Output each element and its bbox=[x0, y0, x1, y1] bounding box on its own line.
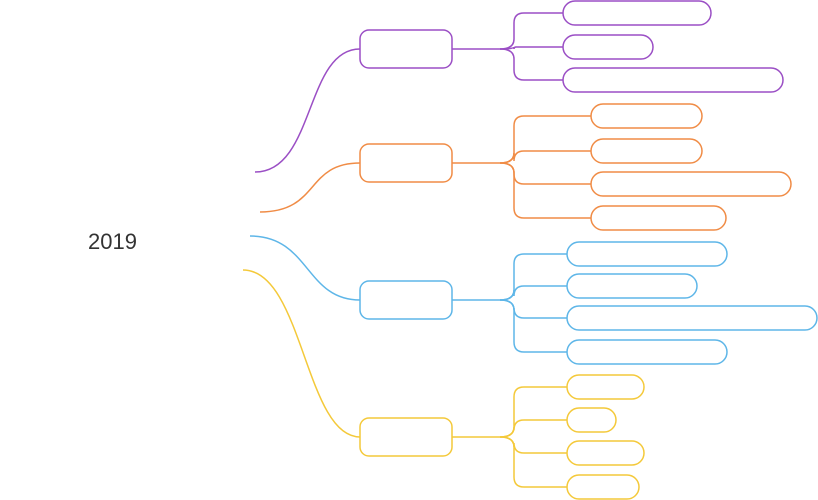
leaf-connector bbox=[499, 299, 567, 353]
branch-connector bbox=[254, 48, 361, 173]
branch-3 bbox=[249, 235, 818, 365]
leaf-connector bbox=[499, 419, 567, 438]
branch-2 bbox=[259, 103, 792, 231]
leaf-connector bbox=[499, 46, 563, 50]
leaf-node[interactable] bbox=[566, 241, 728, 267]
leaf-node[interactable] bbox=[562, 34, 654, 60]
leaf-node[interactable] bbox=[590, 205, 727, 231]
leaf-connector bbox=[499, 48, 563, 81]
leaf-node[interactable] bbox=[566, 440, 645, 466]
leaf-node[interactable] bbox=[590, 103, 703, 129]
branch-connector bbox=[249, 235, 361, 301]
leaf-connector bbox=[499, 12, 563, 50]
leaf-connector bbox=[499, 386, 567, 438]
leaf-node[interactable] bbox=[566, 407, 617, 433]
branch-node[interactable] bbox=[359, 29, 453, 69]
root-label: 2019 bbox=[88, 229, 137, 254]
leaf-node[interactable] bbox=[566, 474, 640, 500]
leaf-connector bbox=[499, 285, 567, 301]
branch-connector bbox=[259, 162, 361, 213]
branch-4 bbox=[242, 269, 645, 500]
branches-layer bbox=[242, 0, 818, 500]
leaf-connector bbox=[499, 436, 567, 488]
leaf-node[interactable] bbox=[566, 273, 698, 299]
leaf-node[interactable] bbox=[566, 305, 818, 331]
branch-1 bbox=[254, 0, 784, 173]
leaf-node[interactable] bbox=[566, 339, 728, 365]
leaf-node[interactable] bbox=[562, 0, 712, 26]
leaf-node[interactable] bbox=[590, 171, 792, 197]
branch-connector bbox=[242, 269, 361, 438]
leaf-node[interactable] bbox=[562, 67, 784, 93]
leaf-connector bbox=[499, 162, 591, 219]
leaf-node[interactable] bbox=[590, 138, 703, 164]
leaf-node[interactable] bbox=[566, 374, 645, 400]
branch-node[interactable] bbox=[359, 143, 453, 183]
branch-node[interactable] bbox=[359, 417, 453, 457]
leaf-connector bbox=[499, 253, 567, 301]
leaf-connector bbox=[499, 150, 591, 164]
branch-node[interactable] bbox=[359, 280, 453, 320]
